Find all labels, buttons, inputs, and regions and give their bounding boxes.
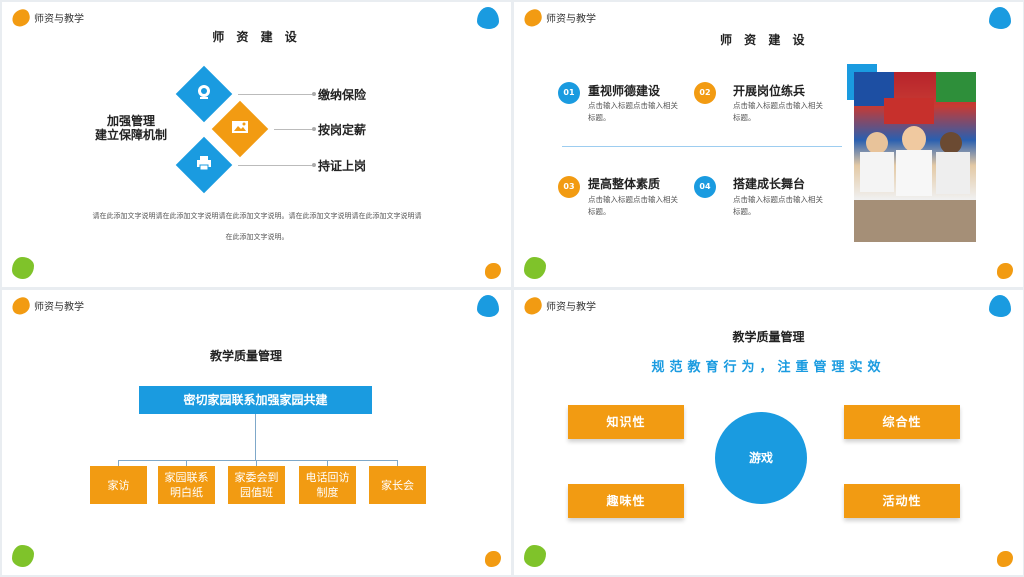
box-item: 活动性 (844, 484, 960, 518)
connector-line (238, 94, 314, 95)
item-title: 重视师德建设 (588, 84, 661, 98)
connector-dot (312, 127, 316, 131)
connector-line (397, 460, 398, 466)
box-item: 趣味性 (568, 484, 684, 518)
item-label: 缴纳保险 (318, 88, 367, 102)
slide-4[interactable]: 师资与教学 教学质量管理 规范教育行为，注重管理实效 知识性 综合性 趣味性 活… (514, 290, 1023, 575)
number-badge: 03 (558, 176, 580, 198)
box-item: 知识性 (568, 405, 684, 439)
slide-tag: 师资与教学 (546, 302, 596, 313)
connector-line (118, 460, 119, 466)
image-icon (231, 119, 249, 139)
slide-title: 教学质量管理 (732, 330, 805, 344)
orange-blob-icon (521, 7, 545, 29)
connector-line (186, 460, 187, 466)
orange-blob-icon (9, 7, 33, 29)
connector-line (255, 414, 256, 460)
slide-tag: 师资与教学 (546, 14, 596, 25)
orange-blob-icon (521, 295, 545, 317)
box-item: 家长会 (369, 466, 426, 504)
divider (562, 146, 842, 147)
green-blob-icon (524, 257, 546, 279)
connector-dot (312, 163, 316, 167)
item-desc: 点击输入标题点击输入相关标题。 (588, 101, 678, 122)
blue-blob-icon (477, 295, 499, 317)
box-item: 家委会到 园值班 (228, 466, 285, 504)
diamond-image (211, 100, 269, 158)
slide-title: 师 资 建 设 (212, 30, 301, 44)
connector-line (238, 165, 314, 166)
children-photo (854, 72, 976, 242)
number-badge: 02 (694, 82, 716, 104)
box-item: 综合性 (844, 405, 960, 439)
center-circle: 游戏 (715, 412, 807, 504)
orange-blob-icon (997, 263, 1013, 279)
item-desc: 点击输入标题点击输入相关标题。 (733, 195, 823, 216)
slide-tag: 师资与教学 (34, 302, 84, 313)
orange-blob-icon (485, 263, 501, 279)
slide-2[interactable]: 师资与教学 师 资 建 设 01 重视师德建设 点击输入标题点击输入相关标题。 … (514, 2, 1023, 287)
connector-dot (312, 92, 316, 96)
blue-blob-icon (989, 7, 1011, 29)
box-item: 电话回访 制度 (299, 466, 356, 504)
item-desc: 点击输入标题点击输入相关标题。 (733, 101, 823, 122)
orange-blob-icon (997, 551, 1013, 567)
slide-3[interactable]: 师资与教学 教学质量管理 密切家园联系加强家园共建 家访 家园联系 明白纸 家委… (2, 290, 511, 575)
slide-subtitle: 规范教育行为，注重管理实效 (651, 360, 886, 375)
slide-title: 教学质量管理 (210, 349, 283, 363)
box-item: 家访 (90, 466, 147, 504)
orange-blob-icon (9, 295, 33, 317)
item-title: 提高整体素质 (588, 177, 661, 191)
box-item: 家园联系 明白纸 (158, 466, 215, 504)
slide-1[interactable]: 师资与教学 师 资 建 设 加强管理 建立保障机制 缴纳保险 按岗定薪 持证上岗… (2, 2, 511, 287)
green-blob-icon (524, 545, 546, 567)
item-label: 按岗定薪 (318, 123, 367, 137)
orange-blob-icon (485, 551, 501, 567)
green-blob-icon (12, 545, 34, 567)
printer-icon (195, 154, 213, 176)
number-badge: 04 (694, 176, 716, 198)
description-line: 请在此添加文字说明请在此添加文字说明请在此添加文字说明。请在此添加文字说明请在此… (92, 212, 422, 220)
webcam-icon (195, 83, 213, 105)
diamond-webcam (175, 65, 233, 123)
item-title: 开展岗位练兵 (733, 84, 806, 98)
slide-title: 师 资 建 设 (720, 33, 809, 47)
item-desc: 点击输入标题点击输入相关标题。 (588, 195, 678, 216)
item-title: 搭建成长舞台 (733, 177, 806, 191)
blue-blob-icon (989, 295, 1011, 317)
slide-tag: 师资与教学 (34, 14, 84, 25)
diamond-printer (175, 136, 233, 194)
connector-line (118, 460, 398, 461)
description-line: 在此添加文字说明。 (225, 233, 289, 241)
connector-line (256, 460, 257, 466)
connector-line (327, 460, 328, 466)
connector-line (274, 129, 314, 130)
blue-blob-icon (477, 7, 499, 29)
green-blob-icon (12, 257, 34, 279)
left-label: 加强管理 建立保障机制 (94, 114, 167, 142)
top-box: 密切家园联系加强家园共建 (139, 386, 372, 414)
number-badge: 01 (558, 82, 580, 104)
item-label: 持证上岗 (318, 159, 367, 173)
